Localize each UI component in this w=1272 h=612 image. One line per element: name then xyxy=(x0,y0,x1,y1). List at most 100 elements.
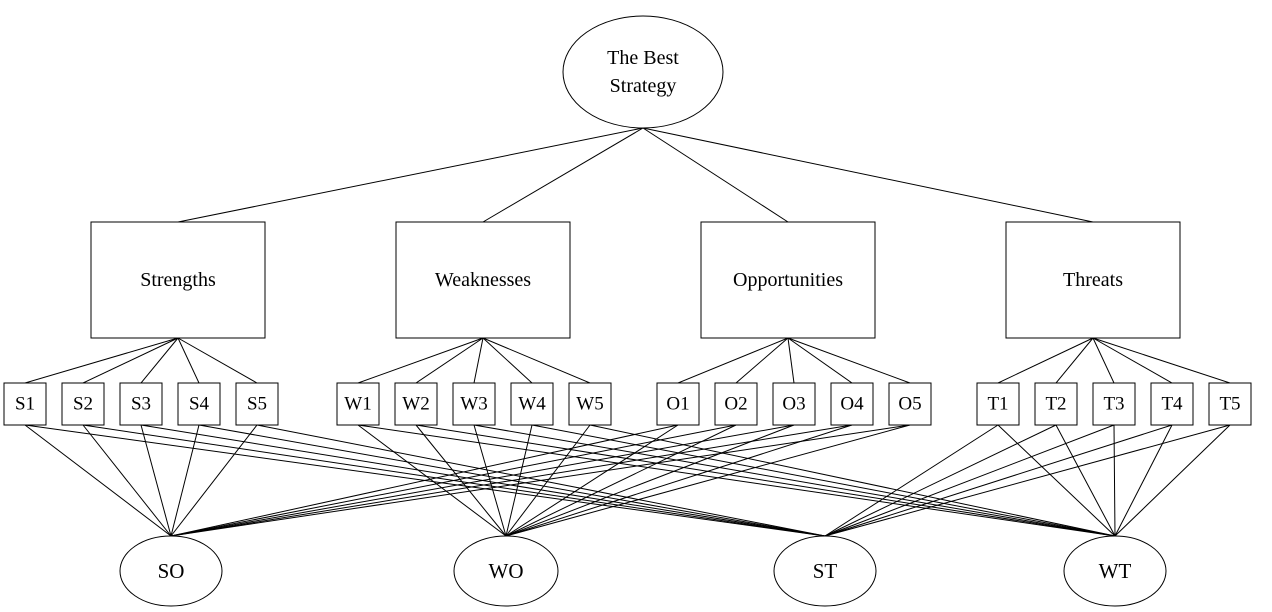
item-to-strategy-line xyxy=(170,424,258,537)
item-t3: T3 xyxy=(1092,382,1136,426)
item-o2: O2 xyxy=(714,382,758,426)
root-label-line-2: Strategy xyxy=(610,75,677,97)
connector-lines xyxy=(24,127,1231,537)
item-to-strategy-line xyxy=(357,424,507,537)
item-label: O1 xyxy=(666,394,689,415)
category-opportunities: Opportunities xyxy=(700,221,876,339)
item-to-strategy-line xyxy=(505,424,679,537)
item-label: W5 xyxy=(576,394,603,415)
root-to-w-line xyxy=(482,127,644,223)
item-to-strategy-line xyxy=(1114,424,1231,537)
item-label: W4 xyxy=(518,394,546,415)
item-label: S2 xyxy=(73,394,93,415)
item-to-strategy-line xyxy=(24,424,172,537)
item-t4: T4 xyxy=(1150,382,1194,426)
category-to-item-line xyxy=(177,337,200,384)
category-to-item-line xyxy=(415,337,484,384)
item-s2: S2 xyxy=(61,382,105,426)
root-node: The Best Strategy xyxy=(562,15,724,129)
category-to-item-line xyxy=(1092,337,1115,384)
strategy-wt: WT xyxy=(1063,535,1167,607)
item-w2: W2 xyxy=(394,382,438,426)
item-label: S1 xyxy=(15,394,35,415)
category-to-item-line xyxy=(473,337,484,384)
item-label: W1 xyxy=(344,394,371,415)
item-to-strategy-line xyxy=(82,424,826,537)
category-label-weaknesses: Weaknesses xyxy=(435,269,531,291)
item-to-strategy-line xyxy=(824,424,1115,537)
item-to-strategy-line xyxy=(473,424,1116,537)
item-label: O2 xyxy=(724,394,747,415)
category-to-item-line xyxy=(997,337,1094,384)
item-to-strategy-line xyxy=(1113,424,1116,537)
category-to-item-line xyxy=(677,337,789,384)
item-to-strategy-line xyxy=(198,424,826,537)
item-s4: S4 xyxy=(177,382,221,426)
item-to-strategy-line xyxy=(140,424,826,537)
item-label: S3 xyxy=(131,394,151,415)
category-label-strengths: Strengths xyxy=(140,269,216,291)
strategy-so: SO xyxy=(119,535,223,607)
item-t5: T5 xyxy=(1208,382,1252,426)
item-to-strategy-line xyxy=(140,424,172,537)
strategy-wo: WO xyxy=(453,535,559,607)
item-label: S4 xyxy=(189,394,210,415)
item-to-strategy-line xyxy=(505,424,591,537)
item-to-strategy-line xyxy=(505,424,853,537)
root-to-t-line xyxy=(642,127,1094,223)
item-label: T2 xyxy=(1045,394,1066,415)
category-label-threats: Threats xyxy=(1063,269,1123,291)
item-to-strategy-line xyxy=(24,424,826,537)
item-label: S5 xyxy=(247,394,267,415)
item-to-strategy-line xyxy=(82,424,172,537)
item-label: T1 xyxy=(987,394,1008,415)
category-to-item-line xyxy=(1055,337,1094,384)
strategy-label-wt: WT xyxy=(1099,559,1132,583)
item-label: W3 xyxy=(460,394,487,415)
item-to-strategy-line xyxy=(505,424,737,537)
item-label: T5 xyxy=(1219,394,1240,415)
category-threats: Threats xyxy=(1005,221,1181,339)
strategy-label-so: SO xyxy=(158,559,185,583)
item-to-strategy-line xyxy=(415,424,507,537)
item-to-strategy-line xyxy=(505,424,795,537)
item-w4: W4 xyxy=(510,382,554,426)
item-w5: W5 xyxy=(568,382,612,426)
item-to-strategy-line xyxy=(505,424,911,537)
item-label: O4 xyxy=(840,394,864,415)
item-label: T4 xyxy=(1161,394,1183,415)
item-w3: W3 xyxy=(452,382,496,426)
item-to-strategy-line xyxy=(473,424,507,537)
item-label: T3 xyxy=(1103,394,1124,415)
item-o5: O5 xyxy=(888,382,932,426)
item-to-strategy-line xyxy=(1114,424,1173,537)
item-t1: T1 xyxy=(976,382,1020,426)
category-to-item-line xyxy=(24,337,179,384)
item-o1: O1 xyxy=(656,382,700,426)
item-to-strategy-line xyxy=(531,424,1116,537)
item-label: O3 xyxy=(782,394,805,415)
item-to-strategy-line xyxy=(997,424,1116,537)
category-to-item-line xyxy=(1092,337,1231,384)
item-s5: S5 xyxy=(235,382,279,426)
item-s3: S3 xyxy=(119,382,163,426)
item-o4: O4 xyxy=(830,382,874,426)
item-t2: T2 xyxy=(1034,382,1078,426)
strategy-st: ST xyxy=(773,535,877,607)
item-to-strategy-line xyxy=(589,424,1116,537)
category-to-item-line xyxy=(1092,337,1173,384)
item-to-strategy-line xyxy=(1055,424,1116,537)
item-to-strategy-line xyxy=(357,424,1116,537)
category-to-item-line xyxy=(177,337,258,384)
category-to-item-line xyxy=(482,337,591,384)
item-to-strategy-line xyxy=(256,424,826,537)
category-to-item-line xyxy=(735,337,789,384)
item-s1: S1 xyxy=(3,382,47,426)
item-w1: W1 xyxy=(336,382,380,426)
strategy-label-st: ST xyxy=(813,559,838,583)
root-to-o-line xyxy=(642,127,789,223)
root-label-line-1: The Best xyxy=(607,47,679,69)
item-to-strategy-line xyxy=(824,424,999,537)
category-to-item-line xyxy=(787,337,853,384)
